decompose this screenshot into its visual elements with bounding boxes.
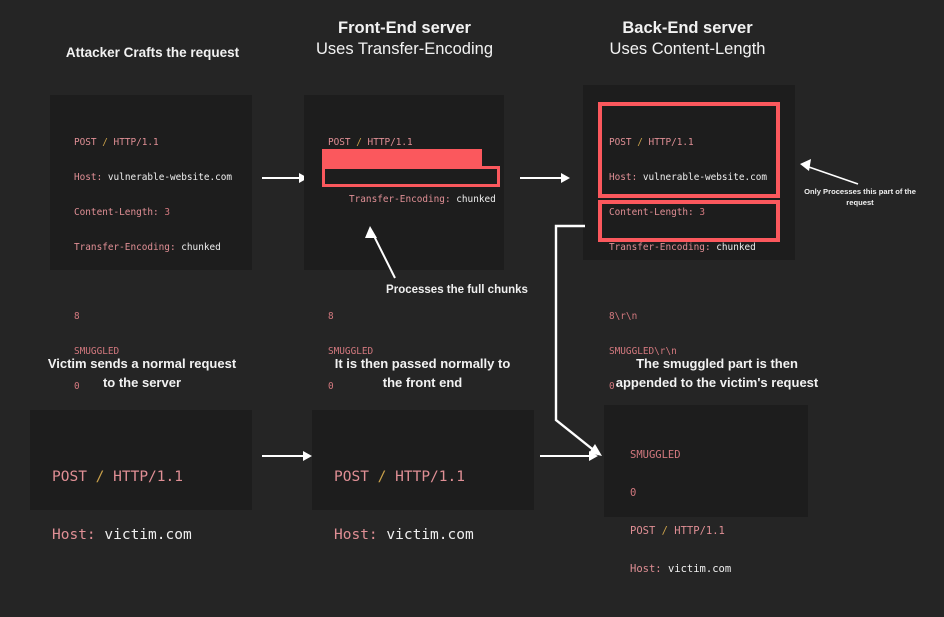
code-line-chunk-size: 8 (74, 311, 80, 323)
heading-passed-line2: the front end (382, 374, 463, 390)
code-attacker-request: POST / HTTP/1.1 Host: vulnerable-website… (74, 117, 232, 430)
arrow-shaft (262, 177, 300, 179)
callout-arrow-processes-chunks (365, 226, 396, 279)
arrow-head-icon (299, 173, 308, 183)
heading-appended-line2: appended to the victim's request (615, 374, 819, 390)
code-line-request-line: POST / HTTP/1.1 (328, 137, 413, 149)
code-line-chunk-terminator: 0 (630, 487, 637, 499)
code-line-chunk-size: 8 (328, 311, 334, 323)
code-line-chunk-terminator: 0 (609, 381, 615, 393)
arrow-shaft (520, 177, 562, 179)
code-line-transfer-encoding: Transfer-Encoding: chunked (609, 241, 756, 253)
heading-victim-line1: Victim sends a normal request (47, 356, 237, 371)
code-line-request-line: POST / HTTP/1.1 (74, 137, 159, 149)
code-line-host: Host: vulnerable-website.com (74, 172, 233, 184)
heading-backend-line2: Uses Content-Length (609, 40, 766, 59)
code-line-request-line: POST / HTTP/1.1 (334, 469, 465, 485)
code-line-chunk-body: SMUGGLED (74, 346, 120, 358)
heading-passed-line1: It is then passed normally to (334, 356, 511, 371)
heading-appended-line1: The smuggled part is then (636, 356, 798, 371)
code-line-chunk-body: SMUGGLED (328, 346, 374, 358)
connector-smuggled-to-appended (554, 224, 602, 456)
note-only-processes-line1: Only Processes this part of (804, 187, 903, 196)
heading-backend-line1: Back-End server (622, 19, 753, 37)
code-line-chunk-terminator: 0 (328, 381, 334, 393)
heading-appended-request: The smuggled part is then appended to th… (592, 355, 842, 393)
panel-appended-request: SMUGGLED 0 POST / HTTP/1.1 Host: victim.… (604, 405, 808, 575)
code-line-request-line: POST / HTTP/1.1 (609, 137, 694, 149)
heading-attacker: Attacker Crafts the request (30, 44, 275, 61)
heading-frontend-line1: Front-End server (338, 19, 471, 37)
heading-backend: Back-End server Uses Content-Length (565, 18, 810, 60)
heading-victim-request: Victim sends a normal request to the ser… (22, 355, 262, 393)
code-line-chunk-size: 8\r\n (609, 311, 638, 323)
arrow-shaft (540, 455, 590, 457)
arrow-shaft (262, 455, 304, 457)
note-processes-full-chunks: Processes the full chunks (386, 284, 528, 296)
arrow-head-icon (589, 451, 598, 461)
code-backend-request: POST / HTTP/1.1 Host: vulnerable-website… (609, 117, 767, 430)
code-transfer-encoding-highlighted: Transfer-Encoding: chunked (349, 194, 496, 205)
code-line-content-length: Content-Length: 3 (609, 207, 705, 219)
note-only-processes-this-part: Only Processes this part of the request (795, 186, 925, 209)
code-line-host: Host: vulnerable-website.com (609, 172, 768, 184)
code-line-smuggled: SMUGGLED\r\n (609, 346, 677, 358)
code-line-transfer-encoding: Transfer-Encoding: chunked (74, 241, 221, 253)
heading-passed-request: It is then passed normally to the front … (300, 355, 545, 393)
arrow-head-icon (303, 451, 312, 461)
code-line-request-line: POST / HTTP/1.1 (52, 469, 183, 485)
note-only-processes-line2: the request (846, 187, 916, 208)
highlight-box-transfer-encoding: Transfer-Encoding: chunked (322, 166, 500, 205)
panel-victim-request: POST / HTTP/1.1 Host: victim.com (30, 410, 252, 543)
panel-frontend-request: POST / HTTP/1.1 Host: vulnerable-website… (304, 95, 504, 392)
heading-frontend-line2: Uses Transfer-Encoding (316, 40, 493, 59)
heading-frontend: Front-End server Uses Transfer-Encoding (282, 18, 527, 60)
panel-backend-request: POST / HTTP/1.1 Host: vulnerable-website… (583, 85, 795, 392)
callout-arrow-only-processes (800, 159, 859, 185)
panel-attacker-request: POST / HTTP/1.1 Host: vulnerable-website… (50, 95, 252, 392)
connector-layer (365, 159, 859, 456)
redaction-block-content-length (322, 149, 482, 166)
code-line-content-length: Content-Length: 3 (74, 207, 170, 219)
heading-attacker-line1: Attacker Crafts the request (65, 45, 240, 60)
code-line-request-line: POST / HTTP/1.1 (630, 525, 725, 537)
heading-victim-line2: to the server (102, 374, 182, 390)
diagram-canvas: Attacker Crafts the request Front-End se… (22, 18, 925, 575)
arrow-head-icon (561, 173, 570, 183)
code-line-host: Host: victim.com (630, 563, 732, 575)
code-line-smuggled-body: SMUGGLED (630, 449, 681, 461)
code-line-chunk-terminator: 0 (74, 381, 80, 393)
